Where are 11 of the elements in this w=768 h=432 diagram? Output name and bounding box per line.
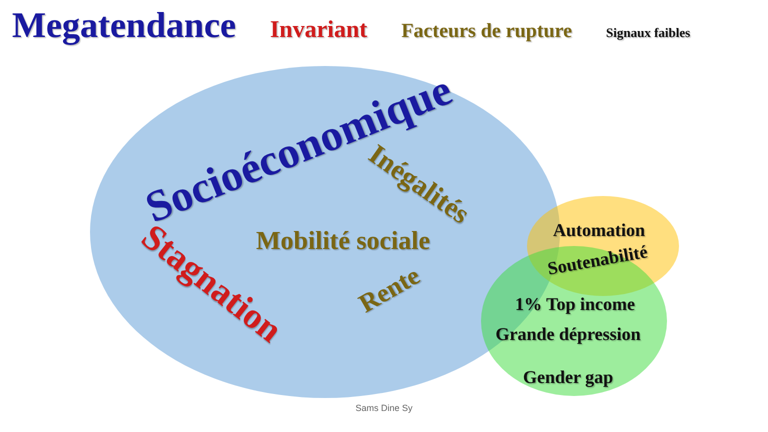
legend-entry: Megatendance (12, 4, 236, 46)
legend-entry: Invariant (270, 17, 368, 44)
author-credit: Sams Dine Sy (354, 403, 414, 413)
legend-entry: Signaux faibles (606, 25, 690, 41)
weak-signal-text: Grande dépression (496, 324, 641, 344)
weak-signal-text: Gender gap (523, 366, 614, 388)
weak-signal-text: 1% Top income (515, 294, 636, 314)
legend-entry: Facteurs de rupture (401, 20, 572, 43)
disruption-factor-text: Rente (353, 260, 425, 320)
weak-signal-text: Automation (553, 220, 646, 240)
weak-signal-text: Soutenabilité (545, 240, 649, 280)
